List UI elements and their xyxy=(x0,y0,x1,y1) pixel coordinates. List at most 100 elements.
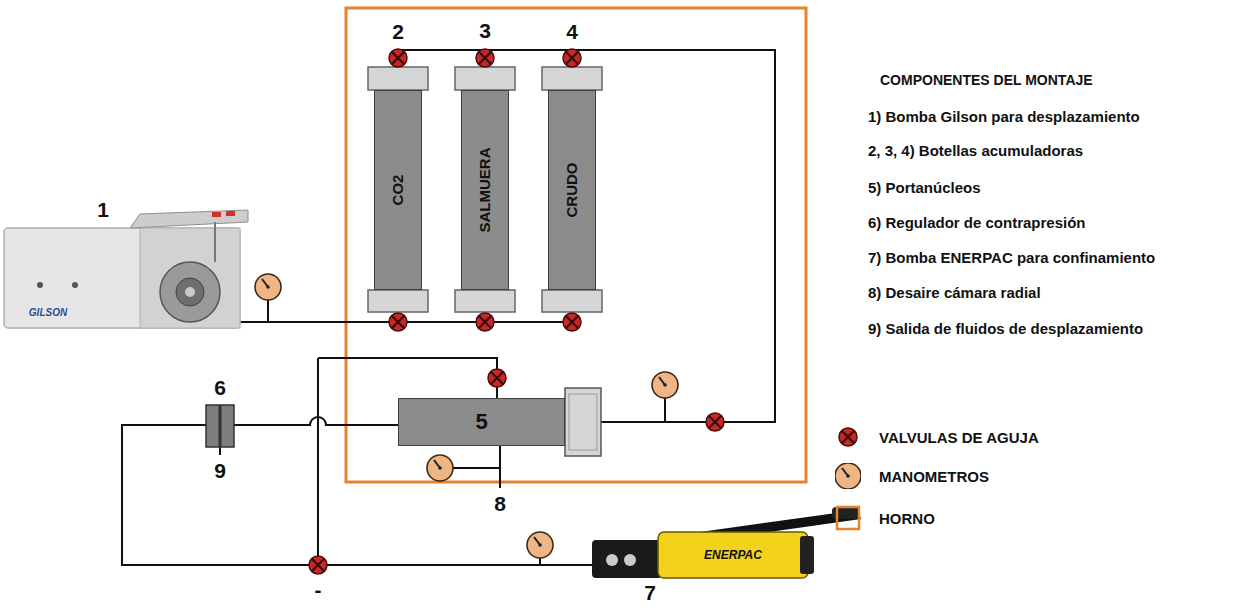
pipe-line xyxy=(664,398,666,422)
bottle-cap xyxy=(455,67,515,90)
callout-number: 6 xyxy=(214,376,226,400)
node-text-group: CRUDO xyxy=(563,163,580,218)
brand-logo: GILSON xyxy=(29,307,67,318)
pressure-gauge xyxy=(527,532,553,558)
pipe-line xyxy=(539,558,541,565)
enerpac-pump-illustration xyxy=(624,554,636,566)
bottle-cap xyxy=(368,290,428,312)
needle-valve xyxy=(563,313,581,331)
pipe-line xyxy=(267,300,269,322)
pipe-line xyxy=(317,358,319,556)
node-text: SALMUERA xyxy=(476,148,493,233)
pipe-connector xyxy=(485,50,775,422)
needle-valve xyxy=(706,413,724,431)
gilson-pump-illustration xyxy=(214,222,216,262)
callout-number: 9 xyxy=(214,459,226,483)
node-text: 5 xyxy=(475,409,487,434)
accumulator-bottle: CRUDO xyxy=(548,90,596,290)
legend-swatch xyxy=(835,505,861,531)
bottle-cap xyxy=(455,290,515,312)
legend-text: HORNO xyxy=(879,510,935,527)
gilson-pump-illustration xyxy=(160,262,220,322)
pipe-line xyxy=(327,564,594,566)
valve-symbol xyxy=(839,428,857,446)
callout-number: 7 xyxy=(644,581,656,605)
enerpac-pump-illustration xyxy=(592,507,861,578)
callout-number: 4 xyxy=(566,20,578,44)
list-heading: COMPONENTES DEL MONTAJE xyxy=(880,72,1093,88)
pipe-connector xyxy=(398,50,775,422)
needle-valve xyxy=(389,313,407,331)
needle-valve xyxy=(309,556,327,574)
callout-number: 2 xyxy=(392,20,404,44)
enerpac-pump-illustration xyxy=(800,536,814,574)
pipe-line xyxy=(219,447,221,455)
brand-logo: ENERPAC xyxy=(704,548,762,562)
enerpac-pump-illustration xyxy=(592,540,662,578)
gilson-pump-illustration xyxy=(212,212,221,217)
callout-number: 3 xyxy=(479,19,491,43)
gilson-pump-illustration xyxy=(4,228,240,328)
back-pressure-regulator xyxy=(206,405,234,447)
callout-number: 1 xyxy=(97,198,109,222)
callout-number: 8 xyxy=(494,492,506,516)
component-item: 8) Desaire cámara radial xyxy=(868,284,1041,301)
pressure-gauge xyxy=(255,274,678,558)
needle-valve xyxy=(563,49,581,67)
gauge-symbol xyxy=(835,463,861,489)
gilson-pump-illustration xyxy=(130,210,248,228)
component-item: 5) Portanúcleos xyxy=(868,179,981,196)
accumulator-bottle: SALMUERA xyxy=(461,90,509,290)
node-text-group: 5 xyxy=(475,409,487,434)
needle-valve xyxy=(389,49,407,67)
core-holder-cap xyxy=(565,388,601,456)
accumulator-bottle: CO2 xyxy=(374,90,422,290)
back-pressure-regulator xyxy=(219,405,222,447)
pipe-connector xyxy=(565,50,775,422)
gilson-pump-illustration xyxy=(185,287,195,297)
gilson-pump-illustration xyxy=(176,278,204,306)
oven-swatch xyxy=(837,507,859,529)
enerpac-pump-illustration xyxy=(606,554,618,566)
gilson-pump-illustration xyxy=(226,211,235,216)
enerpac-pump-illustration xyxy=(658,532,808,578)
back-pressure-regulator xyxy=(206,405,234,447)
pressure-gauge xyxy=(427,455,453,481)
node-text: CRUDO xyxy=(563,163,580,218)
node-text: CO2 xyxy=(389,175,406,206)
pipe-line xyxy=(122,300,665,565)
pressure-gauge xyxy=(652,372,678,398)
core-holder-cap xyxy=(569,394,597,450)
legend-item: VALVULAS DE AGUJA xyxy=(835,424,1039,450)
node-text-group: SALMUERA xyxy=(476,148,493,233)
legend-text: VALVULAS DE AGUJA xyxy=(879,429,1039,446)
legend-swatch xyxy=(835,424,861,450)
pressure-gauge xyxy=(255,274,281,300)
component-item: 6) Regulador de contrapresión xyxy=(868,214,1086,231)
pipe-line xyxy=(318,358,497,398)
component-item: 7) Bomba ENERPAC para confinamiento xyxy=(868,249,1155,266)
bottle-cap xyxy=(368,67,602,312)
legend-item: MANOMETROS xyxy=(835,463,989,489)
oven-outline xyxy=(346,8,806,482)
gilson-pump-illustration xyxy=(72,282,78,288)
component-item: 1) Bomba Gilson para desplazamiento xyxy=(868,108,1140,125)
gilson-pump-illustration xyxy=(37,282,43,288)
bottle-cap xyxy=(542,67,602,90)
needle-valve xyxy=(309,49,724,574)
needle-valve xyxy=(488,369,506,387)
pipe-line xyxy=(234,417,398,425)
node-text-group: CO2 xyxy=(389,175,406,206)
connector-group xyxy=(398,50,775,422)
pipe-line xyxy=(453,467,500,469)
core-holder: 5 xyxy=(398,398,565,446)
bottle-cap xyxy=(368,67,428,90)
gilson-pump-illustration xyxy=(140,228,240,328)
component-item: 2, 3, 4) Botellas acumuladoras xyxy=(868,142,1083,159)
legend-swatch xyxy=(835,463,861,489)
core-holder-cap xyxy=(565,388,601,456)
legend-item: HORNO xyxy=(835,505,935,531)
needle-valve xyxy=(476,313,494,331)
